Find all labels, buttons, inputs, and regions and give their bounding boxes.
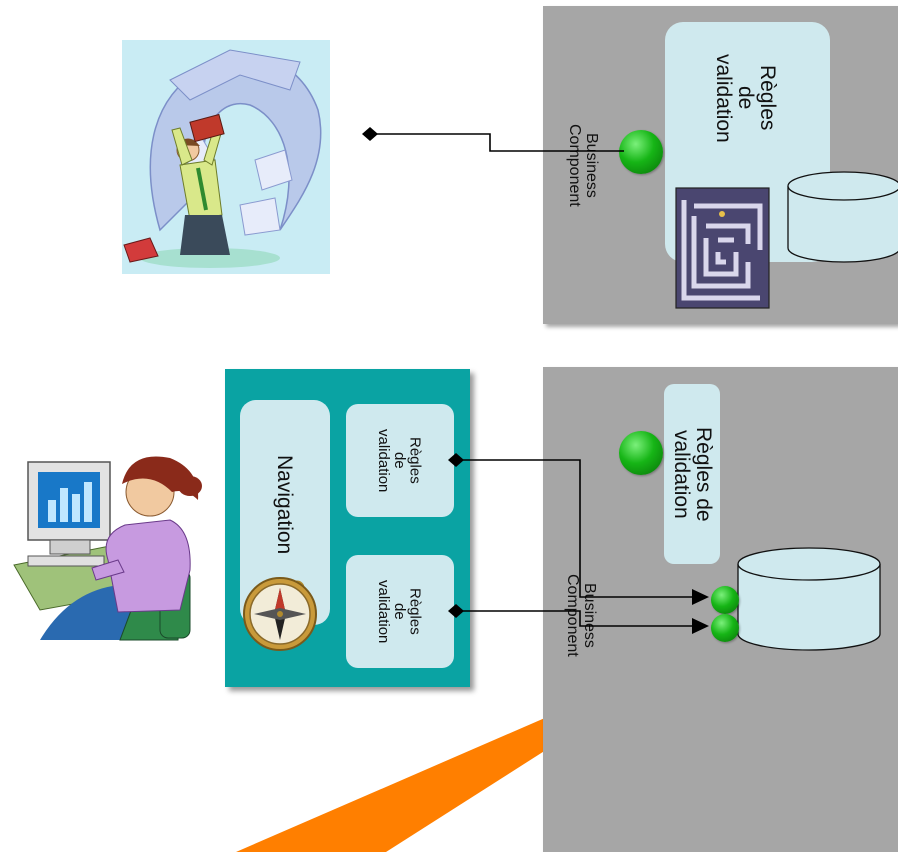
top-rules-label: Règles de validation [711, 53, 780, 143]
bottom-component-connector-1[interactable] [711, 586, 739, 614]
bottom-rules-label: Règles de validation [670, 426, 716, 522]
bottom-rules-box [664, 384, 720, 564]
bottom-component-label: Business Component [564, 573, 598, 657]
client-rules-top-label: Règles de validation [375, 428, 424, 493]
bottom-component-connector-2[interactable] [711, 614, 739, 642]
top-component-connector[interactable] [619, 130, 663, 174]
client-rules-bottom-box [346, 555, 454, 668]
client-rules-bottom-label: Règles de validation [375, 579, 424, 644]
bottom-status-ball [619, 431, 663, 475]
navigation-label: Navigation [273, 455, 297, 555]
top-component-label: Business Component [566, 123, 600, 207]
client-rules-top-box [346, 404, 454, 517]
